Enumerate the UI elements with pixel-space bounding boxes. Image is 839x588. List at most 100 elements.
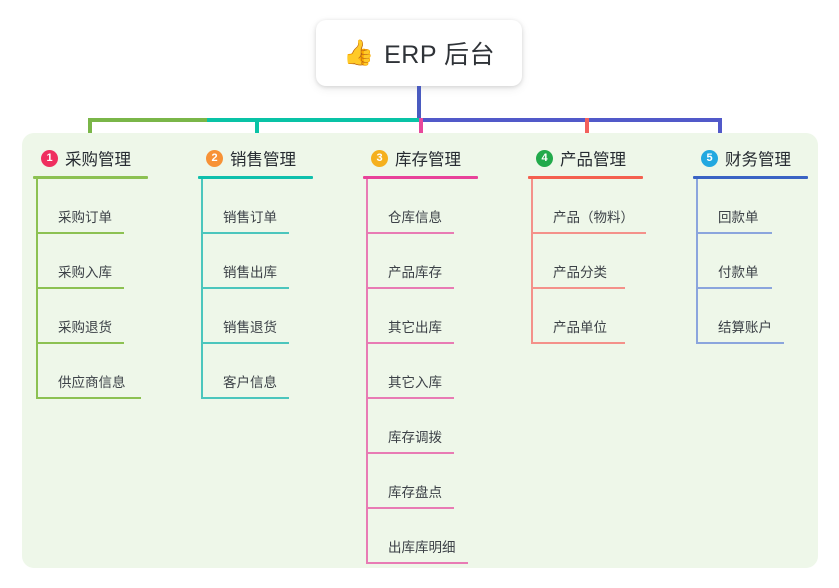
branch-item-label: 产品（物料） [553,210,634,225]
branch-item-label: 其它出库 [388,320,442,335]
root-node-content: 👍 ERP 后台 [343,35,495,71]
branch-item[interactable]: 客户信息 [198,344,358,399]
branch-item[interactable]: 供应商信息 [33,344,193,399]
branch-item-label: 供应商信息 [58,375,126,390]
branch-item-underline [201,287,289,289]
branch-item-underline [201,232,289,234]
branch-item[interactable]: 销售出库 [198,234,358,289]
branch-item-underline [366,452,454,454]
branch-item-underline [531,287,625,289]
thumbs-up-icon: 👍 [342,38,375,67]
branch-underline [693,176,808,179]
branch-item-underline [36,287,124,289]
branch-item-label: 销售出库 [223,265,277,280]
branch-item[interactable]: 回款单 [693,179,839,234]
branch-item[interactable]: 产品库存 [363,234,523,289]
branch-item[interactable]: 产品分类 [528,234,688,289]
connector-bar-left [88,118,207,122]
branch-column-2: 2 销售管理销售订单销售出库销售退货客户信息 [198,140,358,399]
branch-spine [201,179,203,399]
branch-item-underline [36,397,141,399]
branch-item[interactable]: 出库库明细 [363,509,523,564]
branch-items: 回款单付款单结算账户 [693,179,839,344]
branch-item-underline [36,342,124,344]
branches-panel [22,133,818,568]
branch-item-underline [366,342,454,344]
branch-item[interactable]: 其它入库 [363,344,523,399]
branch-spine [531,179,533,344]
branch-item[interactable]: 采购订单 [33,179,193,234]
branch-item-underline [366,507,454,509]
branch-underline [363,176,478,179]
branch-item-underline [696,287,772,289]
branch-items: 产品（物料） 产品分类产品单位 [528,179,688,344]
branch-items: 采购订单采购入库采购退货供应商信息 [33,179,193,399]
branch-item-label: 仓库信息 [388,210,442,225]
branch-items: 仓库信息产品库存其它出库其它入库库存调拨库存盘点出库库明细 [363,179,523,564]
branch-item-label: 产品库存 [388,265,442,280]
branch-spine [366,179,368,564]
branch-item-label: 采购退货 [58,320,112,335]
branch-item[interactable]: 库存调拨 [363,399,523,454]
branch-number-badge: 5 [701,149,718,167]
branch-underline [528,176,643,179]
branch-item-label: 产品单位 [553,320,607,335]
branch-header-4[interactable]: 4 产品管理 [528,140,688,176]
branch-item-label: 结算账户 [718,320,772,335]
branch-item[interactable]: 采购入库 [33,234,193,289]
branch-item-underline [201,342,289,344]
branch-column-4: 4 产品管理产品（物料） 产品分类产品单位 [528,140,688,344]
branch-underline [33,176,148,179]
branch-number-badge: 4 [536,149,553,167]
branch-title: 库存管理 [395,151,461,169]
branch-item-underline [36,232,124,234]
branch-item[interactable]: 销售退货 [198,289,358,344]
root-trunk-connector [417,86,421,122]
branch-item[interactable]: 产品（物料） [528,179,688,234]
branch-item-label: 出库库明细 [388,540,456,555]
branch-items: 销售订单销售出库销售退货客户信息 [198,179,358,399]
branch-item[interactable]: 销售订单 [198,179,358,234]
branch-item[interactable]: 库存盘点 [363,454,523,509]
branch-item[interactable]: 采购退货 [33,289,193,344]
branch-item-label: 销售订单 [223,210,277,225]
branch-title: 财务管理 [725,151,791,169]
branch-item-label: 客户信息 [223,375,277,390]
connector-bar-middle [207,118,419,122]
branch-item[interactable]: 产品单位 [528,289,688,344]
branch-item-underline [366,287,454,289]
branch-spine [36,179,38,399]
branch-item[interactable]: 结算账户 [693,289,839,344]
root-node[interactable]: 👍 ERP 后台 [316,20,522,86]
branch-item-label: 回款单 [718,210,759,225]
branch-header-2[interactable]: 2 销售管理 [198,140,358,176]
branch-item[interactable]: 其它出库 [363,289,523,344]
branch-item-label: 库存调拨 [388,430,442,445]
branch-number-badge: 2 [206,149,223,167]
branch-item-label: 采购入库 [58,265,112,280]
branch-underline [198,176,313,179]
branch-title: 产品管理 [560,151,626,169]
branch-item-label: 其它入库 [388,375,442,390]
branch-item-underline [366,562,468,564]
branch-item[interactable]: 付款单 [693,234,839,289]
branch-header-5[interactable]: 5 财务管理 [693,140,839,176]
branch-item-underline [696,342,784,344]
root-node-title: ERP 后台 [384,41,496,69]
branch-item-label: 付款单 [718,265,759,280]
branch-item[interactable]: 仓库信息 [363,179,523,234]
branch-title: 采购管理 [65,151,131,169]
branch-spine [696,179,698,344]
branch-item-underline [696,232,772,234]
branch-item-label: 产品分类 [553,265,607,280]
branch-item-underline [531,232,646,234]
branch-title: 销售管理 [230,151,296,169]
branch-item-label: 销售退货 [223,320,277,335]
branch-item-underline [531,342,625,344]
branch-item-label: 采购订单 [58,210,112,225]
